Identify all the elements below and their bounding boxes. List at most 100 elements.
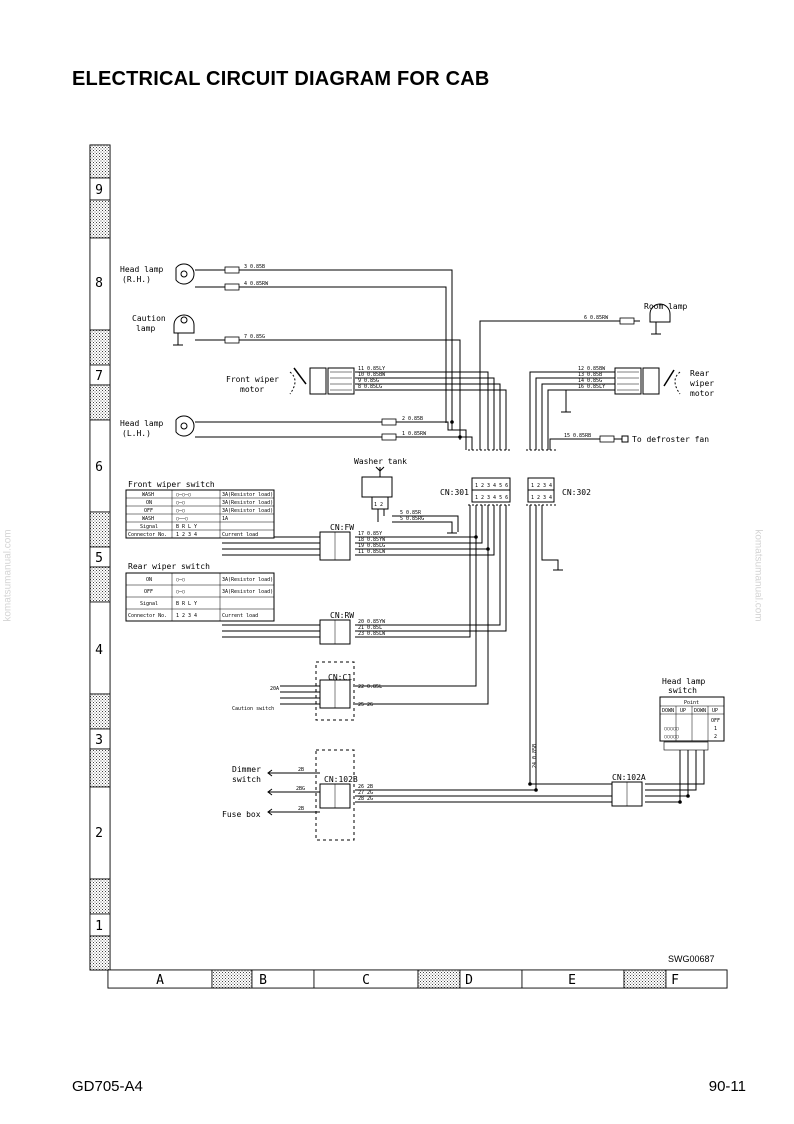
head-lamp-switch: Head lamp switch Point DOWN UP DOWN UP O… [659, 677, 725, 751]
connector-cn302: 1 2 3 4 1 2 3 4 CN:302 [526, 449, 591, 571]
wire-23-label: 23 0.85LW [358, 631, 386, 637]
wire-27-label: 27 2G [358, 790, 373, 796]
svg-text:1 2 3 4: 1 2 3 4 [531, 483, 552, 489]
fws-row-connector: Connector No. [128, 532, 167, 538]
wire-16-label: 16 0.85LY [578, 384, 605, 390]
wire-1-label: 1 0.85RW [402, 431, 427, 437]
caution-switch-label: Caution switch [232, 706, 274, 712]
wire-15-label: 15 0.85RB [564, 433, 591, 439]
svg-text:○—○: ○—○ [176, 577, 185, 583]
front-wiper-motor-label-1: Front wiper [226, 375, 279, 384]
row-label-2: 2 [95, 826, 103, 841]
fws-note-2: 3A(Resistor load) [222, 500, 273, 506]
fws-note-4: 1A [222, 516, 228, 522]
svg-text:○○○○○: ○○○○○ [664, 734, 679, 740]
connector-cnc1: CN:C1 20A Caution switch 22 0.85L 25 2G [232, 661, 382, 721]
head-lamp-rh-label: Head lamp [120, 265, 164, 274]
drawing-id: SWG00687 [668, 954, 715, 964]
row-label-4: 4 [95, 643, 103, 658]
col-label-f: F [671, 973, 679, 988]
wire-2b-label: 2B [298, 767, 304, 773]
wire-12-label: 12 0.85BW [578, 366, 606, 372]
wire-14-label: 14 0.85G [578, 378, 602, 384]
fuse-box-label: Fuse box [222, 810, 261, 819]
room-lamp-label: Room lamp [644, 302, 688, 311]
svg-text:1 2 3 4: 1 2 3 4 [531, 495, 552, 501]
rear-wiper-motor-label-3: motor [690, 389, 714, 398]
col-label-a: A [156, 973, 164, 988]
caution-lamp: Caution lamp 7 0.85G [132, 314, 265, 346]
svg-text:1 2 3 4: 1 2 3 4 [176, 613, 197, 619]
cn102a-label: CN:102A [612, 773, 646, 782]
rear-wiper-switch-label: Rear wiper switch [128, 562, 210, 571]
rws-note-3: Current load [222, 613, 258, 619]
hls-row-2: 2 [714, 734, 717, 740]
cn301-label: CN:301 [440, 488, 469, 497]
rws-note-2: 3A(Resistor load) [222, 589, 273, 595]
fws-row-on: ON [146, 500, 152, 506]
row-label-3: 3 [95, 733, 103, 748]
cnrw-label: CN:RW [330, 611, 354, 620]
hls-col-2: UP [680, 708, 686, 714]
dimmer-switch-label-2: switch [232, 775, 261, 784]
hls-col-3: DOWN [694, 708, 706, 714]
fws-row-off: OFF [144, 508, 153, 514]
rear-wiper-motor: Rear wiper motor 12 0.85BW 13 0.85B 14 0… [561, 366, 714, 413]
wire-11-label: 11 0.85LY [358, 366, 385, 372]
cnfw-label: CN:FW [330, 523, 354, 532]
junction-dots [450, 420, 690, 804]
defroster-label: To defroster fan [632, 435, 709, 444]
wire-2bw-label: 2B [298, 806, 304, 812]
front-wiper-motor: Front wiper motor 11 0.85LY 10 0.85BW 9 … [226, 366, 386, 395]
row-label-9: 9 [95, 183, 103, 198]
wire-13-label: 13 0.85B [578, 372, 602, 378]
wire-17-label: 17 0.85Y [358, 531, 382, 537]
wire-20-label: 20 0.85YW [358, 619, 386, 625]
wire-11b-label: 11 0.85LW [358, 549, 386, 555]
connector-cnfw: CN:FW 17 0.85Y 18 0.85YW 19 0.85LG 11 0.… [319, 523, 386, 561]
row-label-6: 6 [95, 460, 103, 475]
svg-text:○—○: ○—○ [176, 589, 185, 595]
connector-cn301: 1 2 3 4 5 6 1 2 3 4 5 6 CN:301 [440, 449, 512, 506]
caution-lamp-label-2: lamp [136, 324, 155, 333]
footer-page-number: 90-11 [708, 1078, 746, 1095]
washer-tank-label: Washer tank [354, 457, 407, 466]
row-zones [89, 144, 111, 971]
row-label-8: 8 [95, 276, 103, 291]
svg-text:1 2: 1 2 [374, 502, 383, 508]
wire-25-label: 25 2G [358, 702, 373, 708]
front-wiper-motor-label-2: motor [240, 385, 264, 394]
fuse-20a-label: 20A [270, 686, 279, 692]
fws-note-3: 3A(Resistor load) [222, 508, 273, 514]
svg-text:○—○: ○—○ [176, 500, 185, 506]
wire-5-label: 5 0.85R [400, 510, 422, 516]
front-wiper-switch-label: Front wiper switch [128, 480, 215, 489]
row-label-5: 5 [95, 551, 103, 566]
fws-row-wash: WASH [142, 492, 154, 498]
svg-text:B R L Y: B R L Y [176, 524, 197, 530]
fws-row-signal: Signal [140, 524, 158, 530]
wire-4-label: 4 0.85RW [244, 281, 269, 287]
svg-text:1 2 3 4: 1 2 3 4 [176, 532, 197, 538]
hls-header: Point [684, 700, 699, 706]
svg-text:B R L Y: B R L Y [176, 601, 197, 607]
head-lamp-rh-side: (R.H.) [122, 275, 151, 284]
cn102b-label: CN:102B [324, 775, 358, 784]
svg-text:○——○: ○——○ [176, 516, 188, 522]
wire-18-label: 18 0.85YW [358, 537, 386, 543]
rear-wiper-motor-label-2: wiper [690, 379, 714, 388]
fws-row-wash2: WASH [142, 516, 154, 522]
head-lamp-switch-label-1: Head lamp [662, 677, 706, 686]
wire-5b-label: 5 0.85RG [400, 516, 424, 522]
cn302-label: CN:302 [562, 488, 591, 497]
hls-col-4: UP [712, 708, 718, 714]
wire-2-label: 2 0.85B [402, 416, 423, 422]
wire-21-label: 21 0.85L [358, 625, 382, 631]
room-lamp: Room lamp 6 0.85RW [584, 302, 688, 335]
rear-wiper-motor-label-1: Rear [690, 369, 709, 378]
svg-text:○○○○○: ○○○○○ [664, 726, 679, 732]
column-zones [107, 969, 728, 989]
connector-cn102a: CN:102A [611, 773, 646, 807]
wiring [195, 269, 705, 813]
